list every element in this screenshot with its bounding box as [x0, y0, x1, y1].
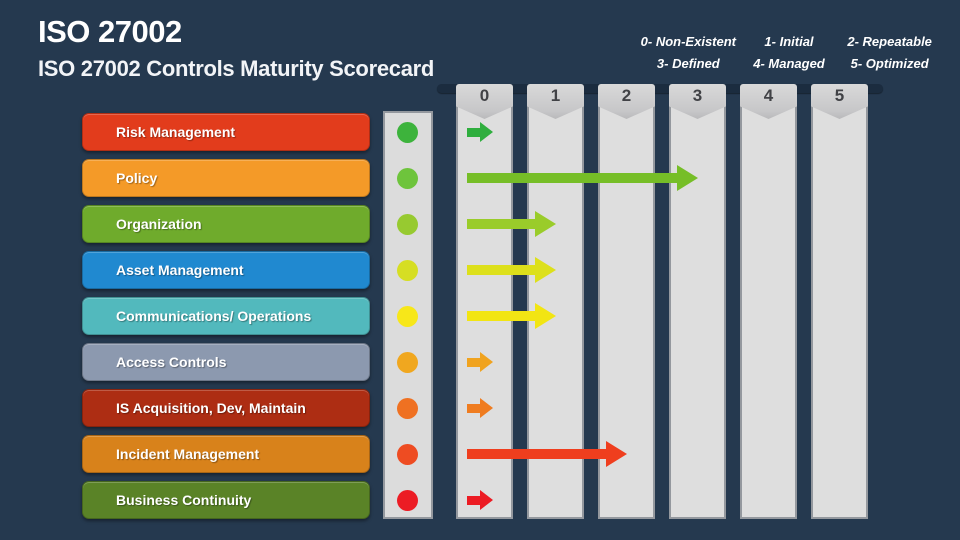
row-label-box: Policy	[82, 159, 370, 197]
row-label: Incident Management	[116, 446, 260, 462]
maturity-arrow-icon	[467, 303, 556, 329]
arrow-head	[606, 441, 627, 467]
arrow-head	[535, 211, 556, 237]
maturity-arrow-icon	[467, 490, 493, 510]
row-label: Asset Management	[116, 262, 244, 278]
row-label-box: Organization	[82, 205, 370, 243]
page-subtitle: ISO 27002 Controls Maturity Scorecard	[38, 56, 435, 81]
row-label: IS Acquisition, Dev, Maintain	[116, 400, 306, 416]
arrow-shaft	[467, 265, 535, 275]
legend-item-1: 1- Initial	[764, 34, 814, 49]
legend-item-2: 2- Repeatable	[847, 34, 932, 49]
row-label-box: Risk Management	[82, 113, 370, 151]
arrow-head	[535, 257, 556, 283]
arrow-shaft	[467, 219, 535, 229]
maturity-arrow-icon	[467, 165, 698, 191]
status-dot-icon	[397, 490, 418, 511]
row-label: Policy	[116, 170, 158, 186]
arrow-head	[535, 303, 556, 329]
arrow-shaft	[467, 173, 677, 183]
maturity-arrow-icon	[467, 352, 493, 372]
arrow-head	[677, 165, 698, 191]
row-label-box: Incident Management	[82, 435, 370, 473]
arrow-shaft	[467, 311, 535, 321]
status-dot-icon	[397, 398, 418, 419]
row-label-box: IS Acquisition, Dev, Maintain	[82, 389, 370, 427]
status-dot-icon	[397, 214, 418, 235]
maturity-arrow-icon	[467, 211, 556, 237]
status-dot-icon	[397, 168, 418, 189]
row-label-box: Asset Management	[82, 251, 370, 289]
arrow-head	[480, 490, 493, 510]
arrow-shaft	[467, 495, 480, 505]
row-label-box: Business Continuity	[82, 481, 370, 519]
column-track-4	[740, 94, 797, 519]
arrow-shaft	[467, 403, 480, 413]
legend-item-5: 5- Optimized	[850, 56, 929, 71]
status-dot-icon	[397, 122, 418, 143]
row-label: Organization	[116, 216, 202, 232]
legend-item-0: 0- Non-Existent	[640, 34, 736, 49]
arrow-shaft	[467, 449, 606, 459]
page-title: ISO 27002	[38, 14, 182, 49]
arrow-head	[480, 122, 493, 142]
maturity-arrow-icon	[467, 122, 493, 142]
row-label: Communications/ Operations	[116, 308, 312, 324]
status-dot-icon	[397, 260, 418, 281]
row-label-box: Access Controls	[82, 343, 370, 381]
arrow-shaft	[467, 127, 480, 137]
maturity-arrow-icon	[467, 441, 627, 467]
column-track-5	[811, 94, 868, 519]
row-label: Business Continuity	[116, 492, 252, 508]
maturity-legend: 0- Non-Existent 1- Initial 2- Repeatable 3-…	[638, 34, 940, 71]
row-label: Risk Management	[116, 124, 236, 140]
scale-rod	[437, 84, 883, 93]
column-track-3	[669, 94, 726, 519]
status-dot-icon	[397, 352, 418, 373]
row-label: Access Controls	[116, 354, 227, 370]
column-track-0	[456, 94, 513, 519]
maturity-arrow-icon	[467, 398, 493, 418]
arrow-shaft	[467, 357, 480, 367]
status-dot-icon	[397, 444, 418, 465]
status-dot-icon	[397, 306, 418, 327]
arrow-head	[480, 352, 493, 372]
legend-item-4: 4- Managed	[753, 56, 825, 71]
arrow-head	[480, 398, 493, 418]
legend-item-3: 3- Defined	[656, 56, 720, 71]
maturity-arrow-icon	[467, 257, 556, 283]
row-label-box: Communications/ Operations	[82, 297, 370, 335]
